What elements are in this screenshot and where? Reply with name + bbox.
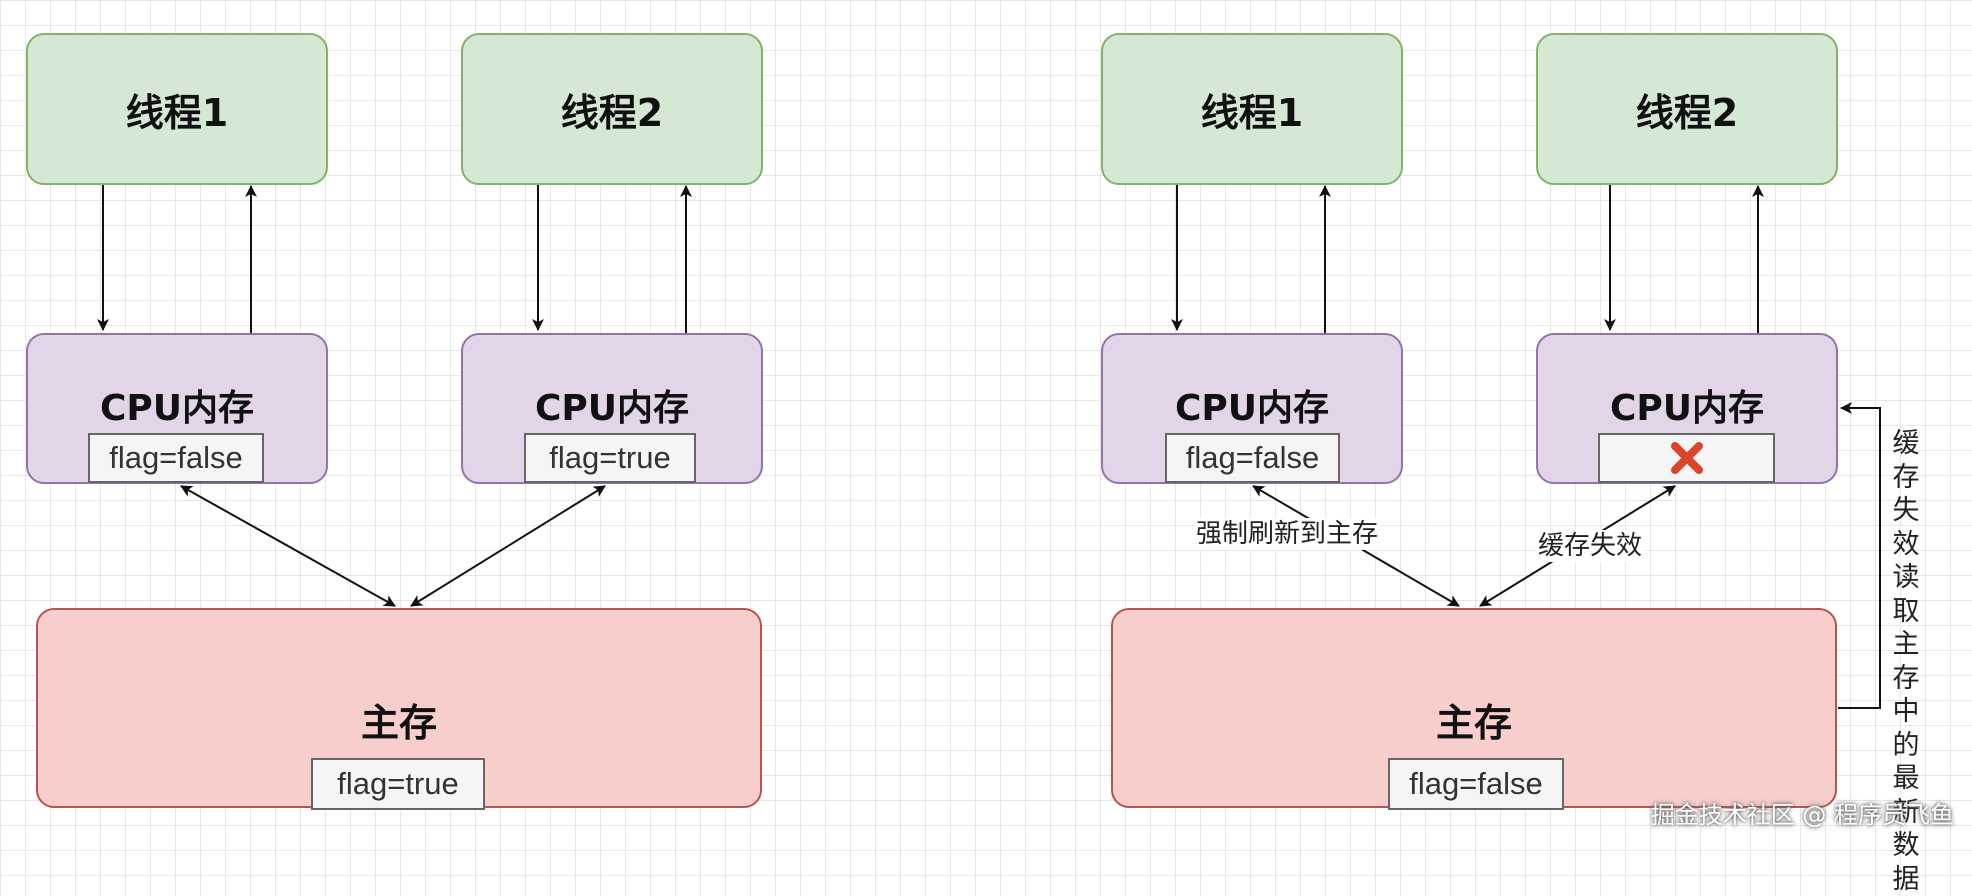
left-main-memory-flag: flag=true [311,758,485,810]
left-thread1-label: 线程1 [125,90,229,135]
left-cpu2-box: CPU内存 [461,333,763,484]
right-cpu1-label: CPU内存 [1174,388,1330,429]
left-cpu1-label: CPU内存 [99,388,255,429]
arrow-cpu2-memory [410,485,606,607]
right-thread2-label: 线程2 [1635,90,1739,135]
arrow-memory-to-cpu2-reread [1838,402,1881,709]
right-main-memory-label: 主存 [1435,701,1512,745]
left-cpu2-flag: flag=true [524,433,696,483]
right-cpu2-invalid-slot [1598,433,1775,483]
right-main-memory-flag: flag=false [1388,758,1564,810]
arrow-cpu1-memory [180,485,396,607]
left-thread2-label: 线程2 [560,90,664,135]
red-x-icon [1670,442,1703,474]
right-cpu1-flag: flag=false [1165,433,1340,483]
right-thread1-label: 线程1 [1200,90,1304,135]
left-cpu1-flag: flag=false [88,433,264,483]
left-main-memory-label: 主存 [360,701,437,745]
right-cpu2-box: CPU内存 [1536,333,1838,484]
connector-layer [97,185,1881,709]
right-cpu2-label: CPU内存 [1609,388,1765,429]
left-thread2-box: 线程2 [461,33,763,185]
edge-label-force-flush: 强制刷新到主存 [1194,518,1381,550]
right-thread1-box: 线程1 [1101,33,1403,185]
edge-label-cache-invalidate: 缓存失效 [1536,530,1645,562]
left-cpu2-label: CPU内存 [534,388,690,429]
watermark: 掘金技术社区 @ 程序员飞鱼 [1650,801,1954,829]
left-thread1-box: 线程1 [26,33,328,185]
right-thread2-box: 线程2 [1536,33,1838,185]
